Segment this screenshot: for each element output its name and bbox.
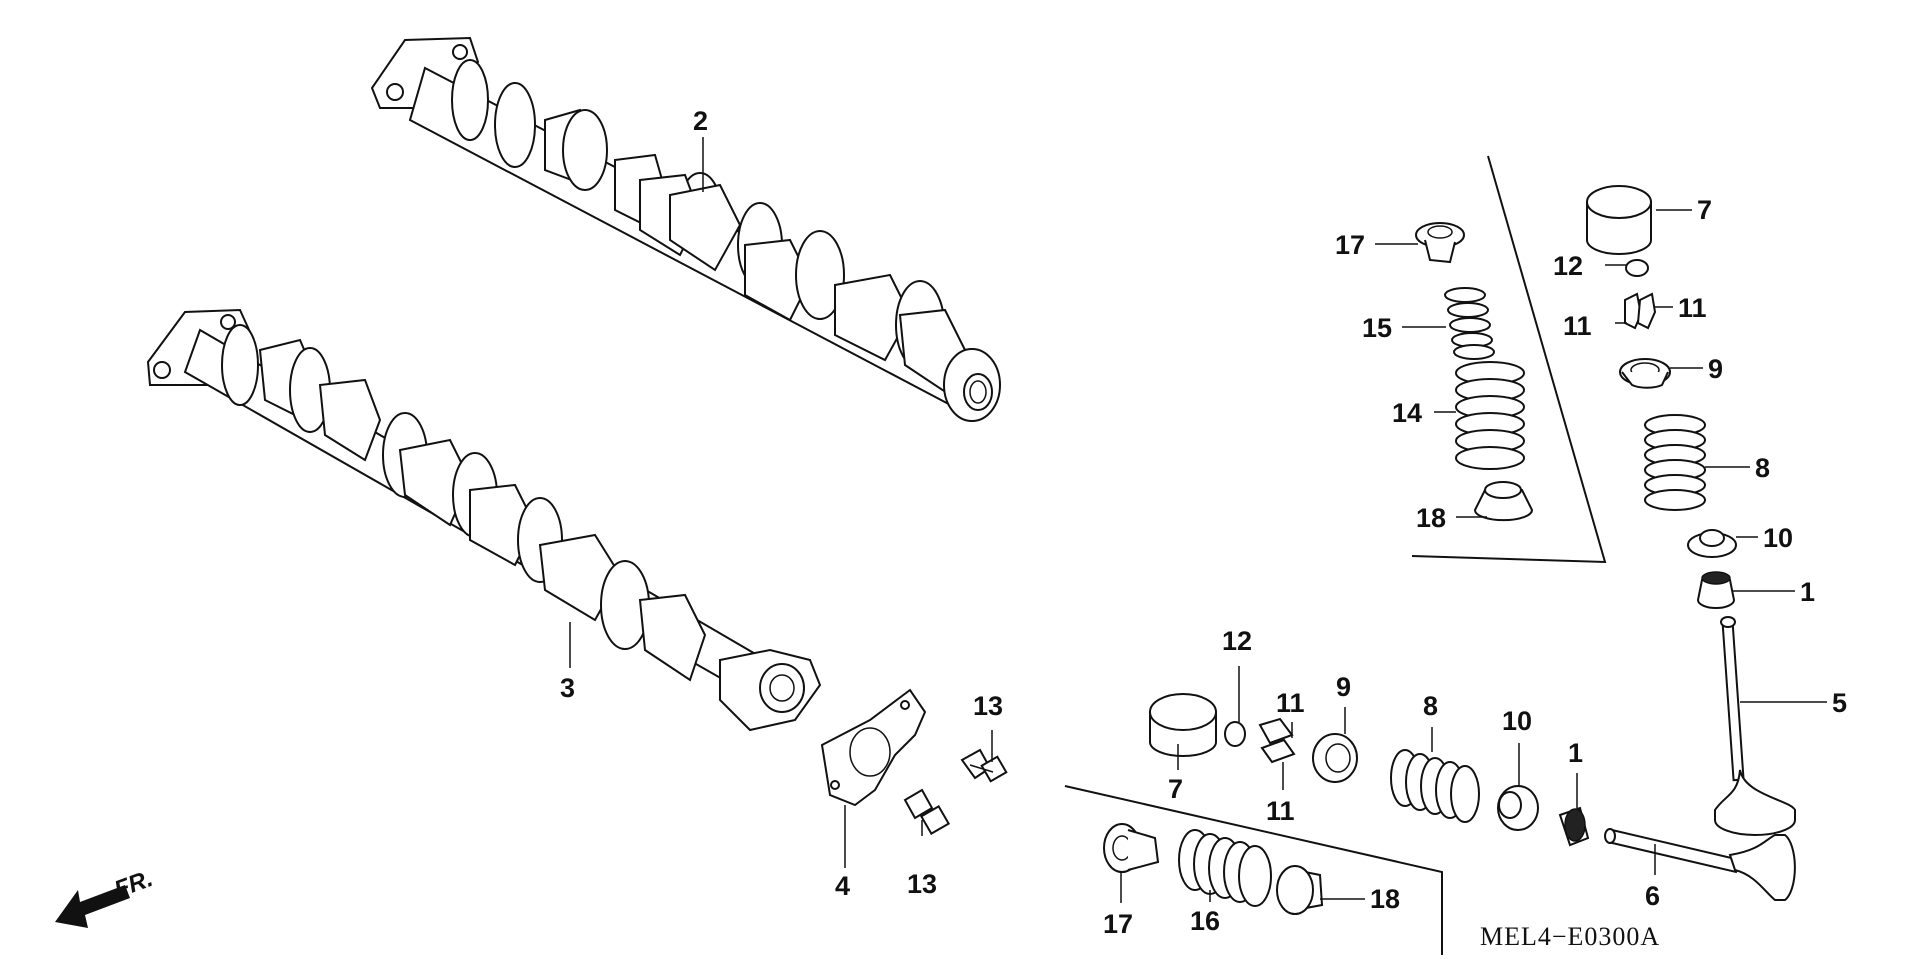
b-spring[interactable] (1390, 749, 1480, 823)
callout-r-lifter: 7 (1697, 195, 1712, 225)
callout-ri-inner-spring: 15 (1362, 313, 1392, 343)
b-valve[interactable] (1604, 828, 1796, 901)
inset-frame-bottom (1064, 785, 1443, 955)
ri-outer-spring[interactable] (1455, 361, 1525, 470)
b-lifter[interactable] (1149, 693, 1217, 757)
callout-b-cotter-bottom: 11 (1266, 796, 1295, 826)
r-cotters[interactable] (1624, 292, 1657, 330)
callout-ri-seat: 18 (1416, 503, 1446, 533)
cam-plate[interactable] (820, 688, 927, 807)
callout-b-seal: 1 (1568, 738, 1583, 768)
leader-lines (569, 137, 1827, 903)
callout-r-seal: 1 (1800, 577, 1815, 607)
r-retainer[interactable] (1619, 358, 1671, 389)
bi-retainer[interactable] (1103, 823, 1160, 873)
r-lifter[interactable] (1586, 185, 1652, 255)
bolt-lower[interactable] (903, 788, 951, 836)
bi-seat[interactable] (1276, 865, 1324, 915)
callout-cam-plate: 4 (835, 871, 850, 901)
callout-labels: 2 3 4 13 13 7 12 11 11 9 8 10 1 5 17 15 … (560, 106, 1847, 939)
callout-b-cotter-top: 11 (1276, 688, 1305, 718)
callout-bi-retainer: 17 (1103, 909, 1133, 939)
ri-seat[interactable] (1473, 481, 1534, 522)
front-direction-label: FR. (111, 865, 157, 904)
callout-b-seat: 10 (1502, 706, 1532, 736)
bolt-upper[interactable] (960, 748, 1008, 783)
callout-b-lifter: 7 (1168, 774, 1183, 804)
diagram-code: MEL4−E0300A (1480, 922, 1660, 951)
r-spring[interactable] (1644, 414, 1706, 511)
callout-bi-seat: 18 (1370, 884, 1400, 914)
bi-spring[interactable] (1178, 829, 1272, 907)
b-spring-seat[interactable] (1497, 785, 1539, 831)
callout-r-retainer: 9 (1708, 354, 1723, 384)
callout-r-shim: 12 (1553, 251, 1583, 281)
callout-r-seat: 10 (1763, 523, 1793, 553)
callout-exhaust-camshaft: 3 (560, 673, 575, 703)
r-stem-seal[interactable] (1696, 571, 1736, 609)
callout-intake-camshaft: 2 (693, 106, 708, 136)
b-shim[interactable] (1224, 721, 1246, 747)
callout-b-retainer: 9 (1336, 672, 1351, 702)
callout-bolt-upper: 13 (973, 691, 1003, 721)
front-direction-arrow-icon: FR. (55, 865, 156, 928)
callout-r-cotter-b: 11 (1678, 293, 1707, 323)
b-cotters[interactable] (1258, 717, 1296, 764)
intake-camshaft[interactable] (370, 36, 1001, 422)
callout-bolt-lower: 13 (907, 869, 937, 899)
callout-r-cotter-a: 11 (1563, 311, 1592, 341)
exhaust-camshaft[interactable] (146, 308, 822, 732)
ri-inner-spring[interactable] (1444, 287, 1495, 360)
callout-r-spring: 8 (1755, 453, 1770, 483)
callout-r-valve: 5 (1832, 688, 1847, 718)
inset-frame-right (1411, 155, 1607, 564)
r-valve[interactable] (1714, 616, 1796, 836)
callout-ri-retainer: 17 (1335, 230, 1365, 260)
callout-b-valve: 6 (1645, 881, 1660, 911)
b-stem-seal[interactable] (1558, 806, 1590, 847)
callout-b-spring: 8 (1423, 691, 1438, 721)
r-spring-seat[interactable] (1687, 529, 1737, 558)
b-retainer[interactable] (1312, 733, 1358, 783)
callout-bi-spring: 16 (1190, 906, 1220, 936)
ri-retainer[interactable] (1415, 222, 1465, 264)
callout-b-shim: 12 (1222, 626, 1252, 656)
r-shim[interactable] (1625, 259, 1649, 277)
callout-ri-outer-spring: 14 (1392, 398, 1422, 428)
